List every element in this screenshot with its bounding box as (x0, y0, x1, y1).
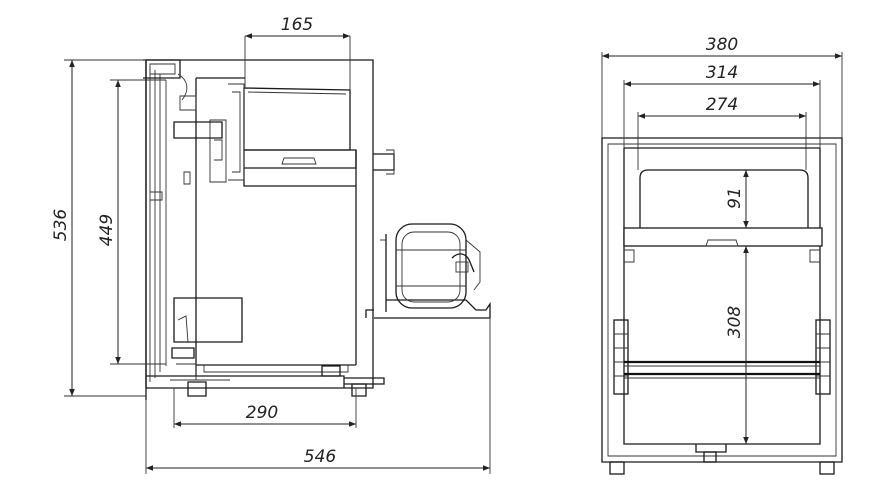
side-rear-bracket (373, 149, 395, 175)
side-view (143, 59, 491, 400)
dim-314: 314 (706, 63, 738, 83)
dim-91: 91 (725, 187, 745, 209)
dim-380: 380 (706, 35, 738, 55)
side-plinth (146, 365, 385, 397)
side-freezer-box (209, 83, 357, 187)
side-crisper (171, 297, 243, 381)
dim-536: 536 (51, 209, 71, 242)
compressor-unit (365, 223, 491, 319)
dim-274: 274 (706, 95, 738, 115)
front-view (601, 137, 843, 475)
front-dimensions: 380 314 274 91 308 (601, 35, 843, 444)
front-shelf-supports (613, 319, 831, 395)
front-cabinet-outline (601, 137, 843, 475)
side-cabinet-outline (143, 59, 374, 400)
side-fittings (150, 73, 223, 201)
dim-546: 546 (304, 447, 337, 467)
dim-308: 308 (725, 306, 745, 339)
dim-449: 449 (97, 214, 117, 246)
front-freezer-box (623, 169, 823, 263)
dim-290: 290 (246, 403, 278, 423)
side-dimensions: 165 536 449 290 546 (51, 15, 491, 474)
dim-165: 165 (281, 15, 313, 35)
